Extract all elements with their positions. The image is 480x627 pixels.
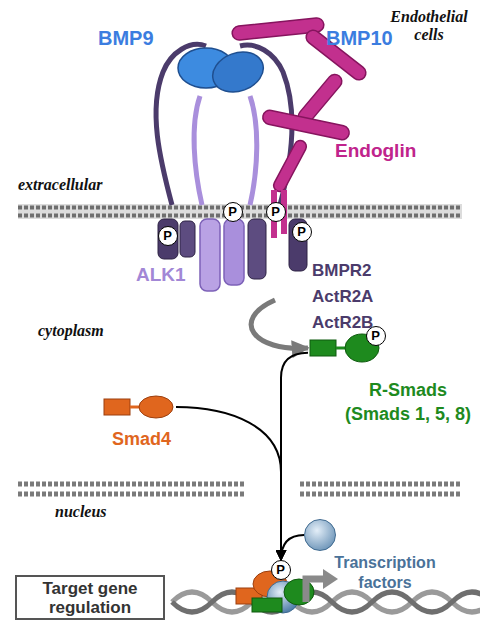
phosphate-circle: P [292,222,312,242]
type2-receptor-kinase [248,219,266,279]
phosphate-circle: P [271,560,291,580]
smad-shape [102,394,176,420]
bmp-ligand [207,45,269,98]
type2-receptor-kinase [180,221,195,257]
phosphate-circle: P [223,202,243,222]
nuclear-envelope [300,482,462,487]
dna-strand [172,592,480,612]
alk1-ecd [250,96,257,205]
pathway-arrow [281,535,304,560]
node-text: P [159,227,176,244]
ligand-label: BMP9 [98,27,168,50]
transcription-start-arrowhead [323,569,338,589]
alk1-ecd [194,96,202,205]
node-text: BMPR2 ActR2A ActR2B [312,258,388,336]
transcription-start-arrow [306,579,324,602]
node-text: Target gene regulation [17,579,163,617]
compartment-label: nucleus [55,503,145,521]
endoglin-domain [272,138,309,193]
alk1-kinase [200,219,220,291]
nuclear-envelope [18,492,246,497]
compartment-label: extracellular [18,176,128,194]
compartment-label: cytoplasm [38,322,138,340]
smad-mh2-domain [139,396,173,418]
phosphate-circle: P [366,326,386,346]
ligand-label: BMP10 [326,27,406,50]
node-text: Smad4 [112,428,182,450]
node-text: P [267,203,284,220]
node-text: P [367,327,384,344]
rsmad-md [252,598,282,612]
pathway-arrow [176,407,281,560]
coreceptor-label: Endoglin [335,140,435,162]
smad-md-domain [310,340,336,356]
phosphate-circle: P [158,226,178,246]
node-text: P [293,223,310,240]
rsmad-protein: R-Smads (Smads 1, 5, 8)P [308,332,384,364]
smad-md-domain [104,399,130,415]
activation-arrow [251,300,308,348]
node-text: Transcription factors [325,553,445,593]
transcription-factor-circle: Transcription factors [304,519,336,551]
phosphate-circle: P [266,202,286,222]
alk1-kinase [224,219,244,285]
node-text: P [224,203,241,220]
pathway-arrow [281,353,308,560]
node-text: ALK1 [136,264,186,286]
node-text: R-Smads (Smads 1, 5, 8) [338,378,478,426]
dna-strand [172,592,480,612]
target-gene-box: Target gene regulation [15,575,165,620]
receptor-complex: ALK1BMPR2 ActR2A ActR2BPPPP [150,200,310,300]
nuclear-envelope [300,492,462,497]
type2-receptor-kinase [158,219,178,259]
cell-type-label: Endothelial cells [385,8,473,44]
node-text: P [272,561,289,578]
nuclear-envelope [18,482,246,487]
endoglin-domain [262,109,351,141]
smad4-protein: Smad4 [102,394,176,420]
